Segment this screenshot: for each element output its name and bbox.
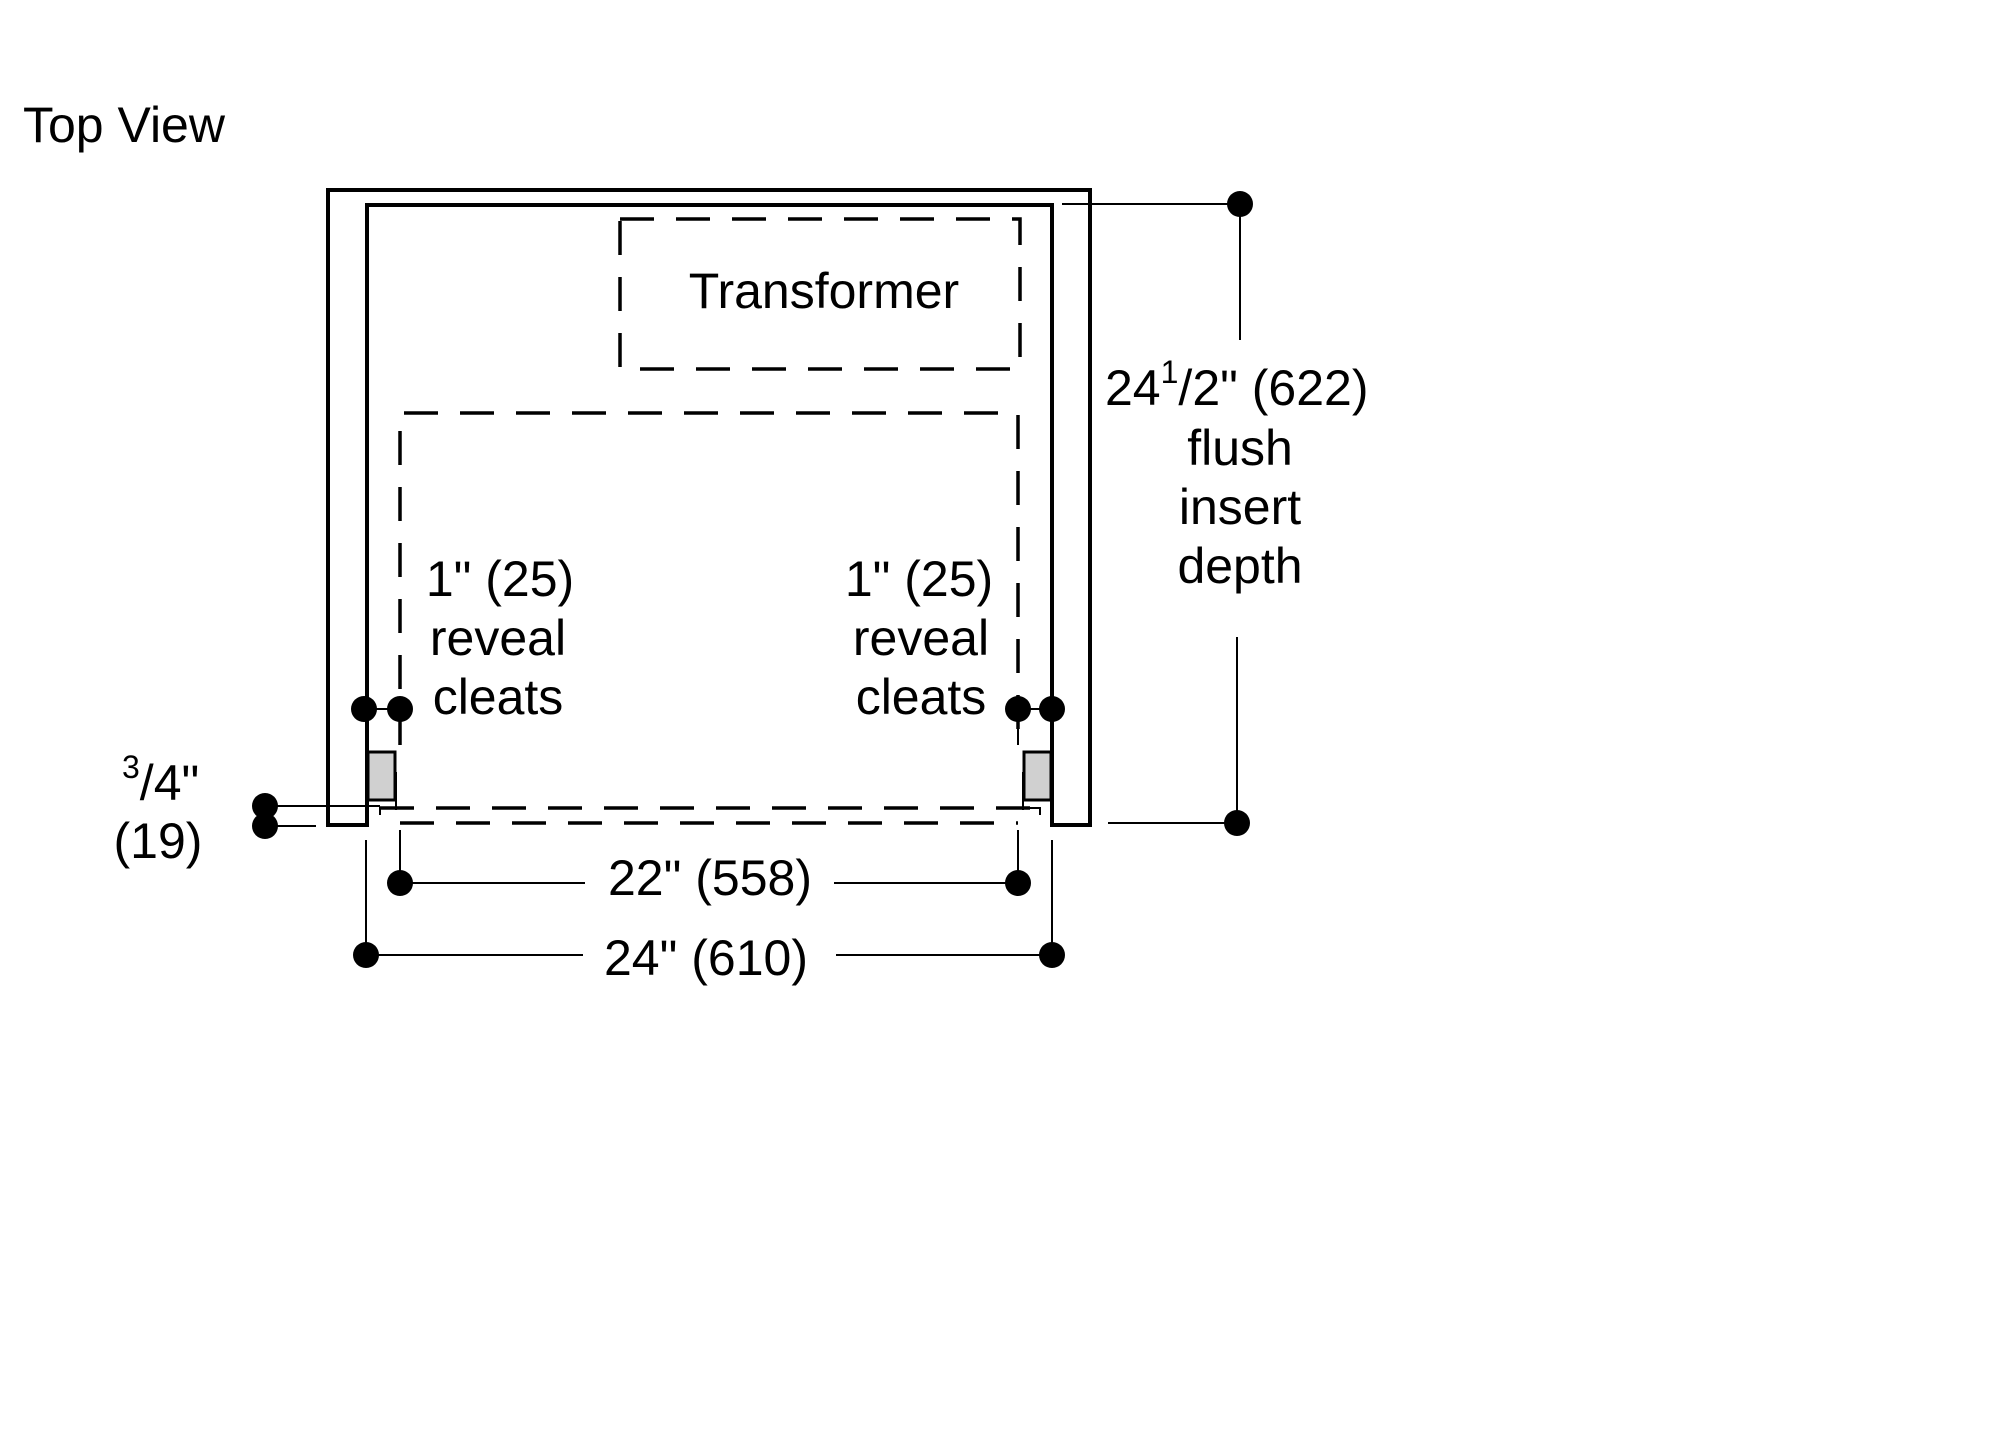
left-cleat-label-2: reveal — [430, 610, 566, 666]
right-cleat-dot-b — [1039, 696, 1065, 722]
left-cleat — [366, 750, 397, 802]
reveal-frac-num: 3 — [122, 749, 140, 785]
outer-width-dot-right — [1039, 942, 1065, 968]
left-cleat-dimension — [351, 696, 413, 745]
outer-width-label: 24" (610) — [604, 930, 808, 986]
depth-label-1: 241/2" (622) — [1105, 354, 1369, 416]
depth-label-3: insert — [1179, 479, 1301, 535]
right-cleat — [1022, 750, 1053, 802]
depth-dot-bottom — [1224, 810, 1250, 836]
outer-width-dimension — [353, 840, 1065, 968]
transformer-box — [618, 217, 1022, 371]
left-cleat-label-1: 1" (25) — [426, 551, 574, 607]
right-cleat-label-3: cleats — [856, 669, 987, 725]
transformer-label: Transformer — [689, 263, 959, 319]
depth-dot-top — [1227, 191, 1253, 217]
inner-width-dimension — [387, 830, 1031, 896]
right-cleat-dot-a — [1005, 696, 1031, 722]
left-cleat-label-3: cleats — [433, 669, 564, 725]
depth-rest: " (622) — [1220, 360, 1368, 416]
depth-label-4: depth — [1177, 538, 1302, 594]
depth-frac-num: 1 — [1161, 354, 1179, 390]
reveal-dimension — [252, 793, 380, 839]
inner-width-dot-right — [1005, 870, 1031, 896]
reveal-dot-top — [252, 793, 278, 819]
left-cleat-dot-a — [351, 696, 377, 722]
outer-width-dot-left — [353, 942, 379, 968]
depth-whole: 24 — [1105, 360, 1161, 416]
insert-outline — [398, 411, 1020, 745]
cabinet-walls — [326, 188, 1092, 827]
left-cleat-bracket — [379, 772, 397, 815]
depth-label-2: flush — [1187, 420, 1293, 476]
right-cleat-bracket — [1022, 772, 1041, 815]
reveal-label-1: 3/4" — [122, 749, 199, 811]
depth-frac-den: /2 — [1178, 360, 1220, 416]
right-cleat-label-2: reveal — [853, 610, 989, 666]
reveal-dot-bottom — [252, 813, 278, 839]
depth-dimension — [1062, 191, 1253, 836]
inner-width-label: 22" (558) — [608, 850, 812, 906]
reveal-label-2: (19) — [114, 813, 203, 869]
diagram-title: Top View — [23, 97, 226, 153]
left-cleat-dot-b — [387, 696, 413, 722]
inner-width-dot-left — [387, 870, 413, 896]
right-cleat-dimension — [1005, 696, 1065, 745]
right-cleat-label-1: 1" (25) — [845, 551, 993, 607]
reveal-frac-den: /4" — [140, 755, 199, 811]
